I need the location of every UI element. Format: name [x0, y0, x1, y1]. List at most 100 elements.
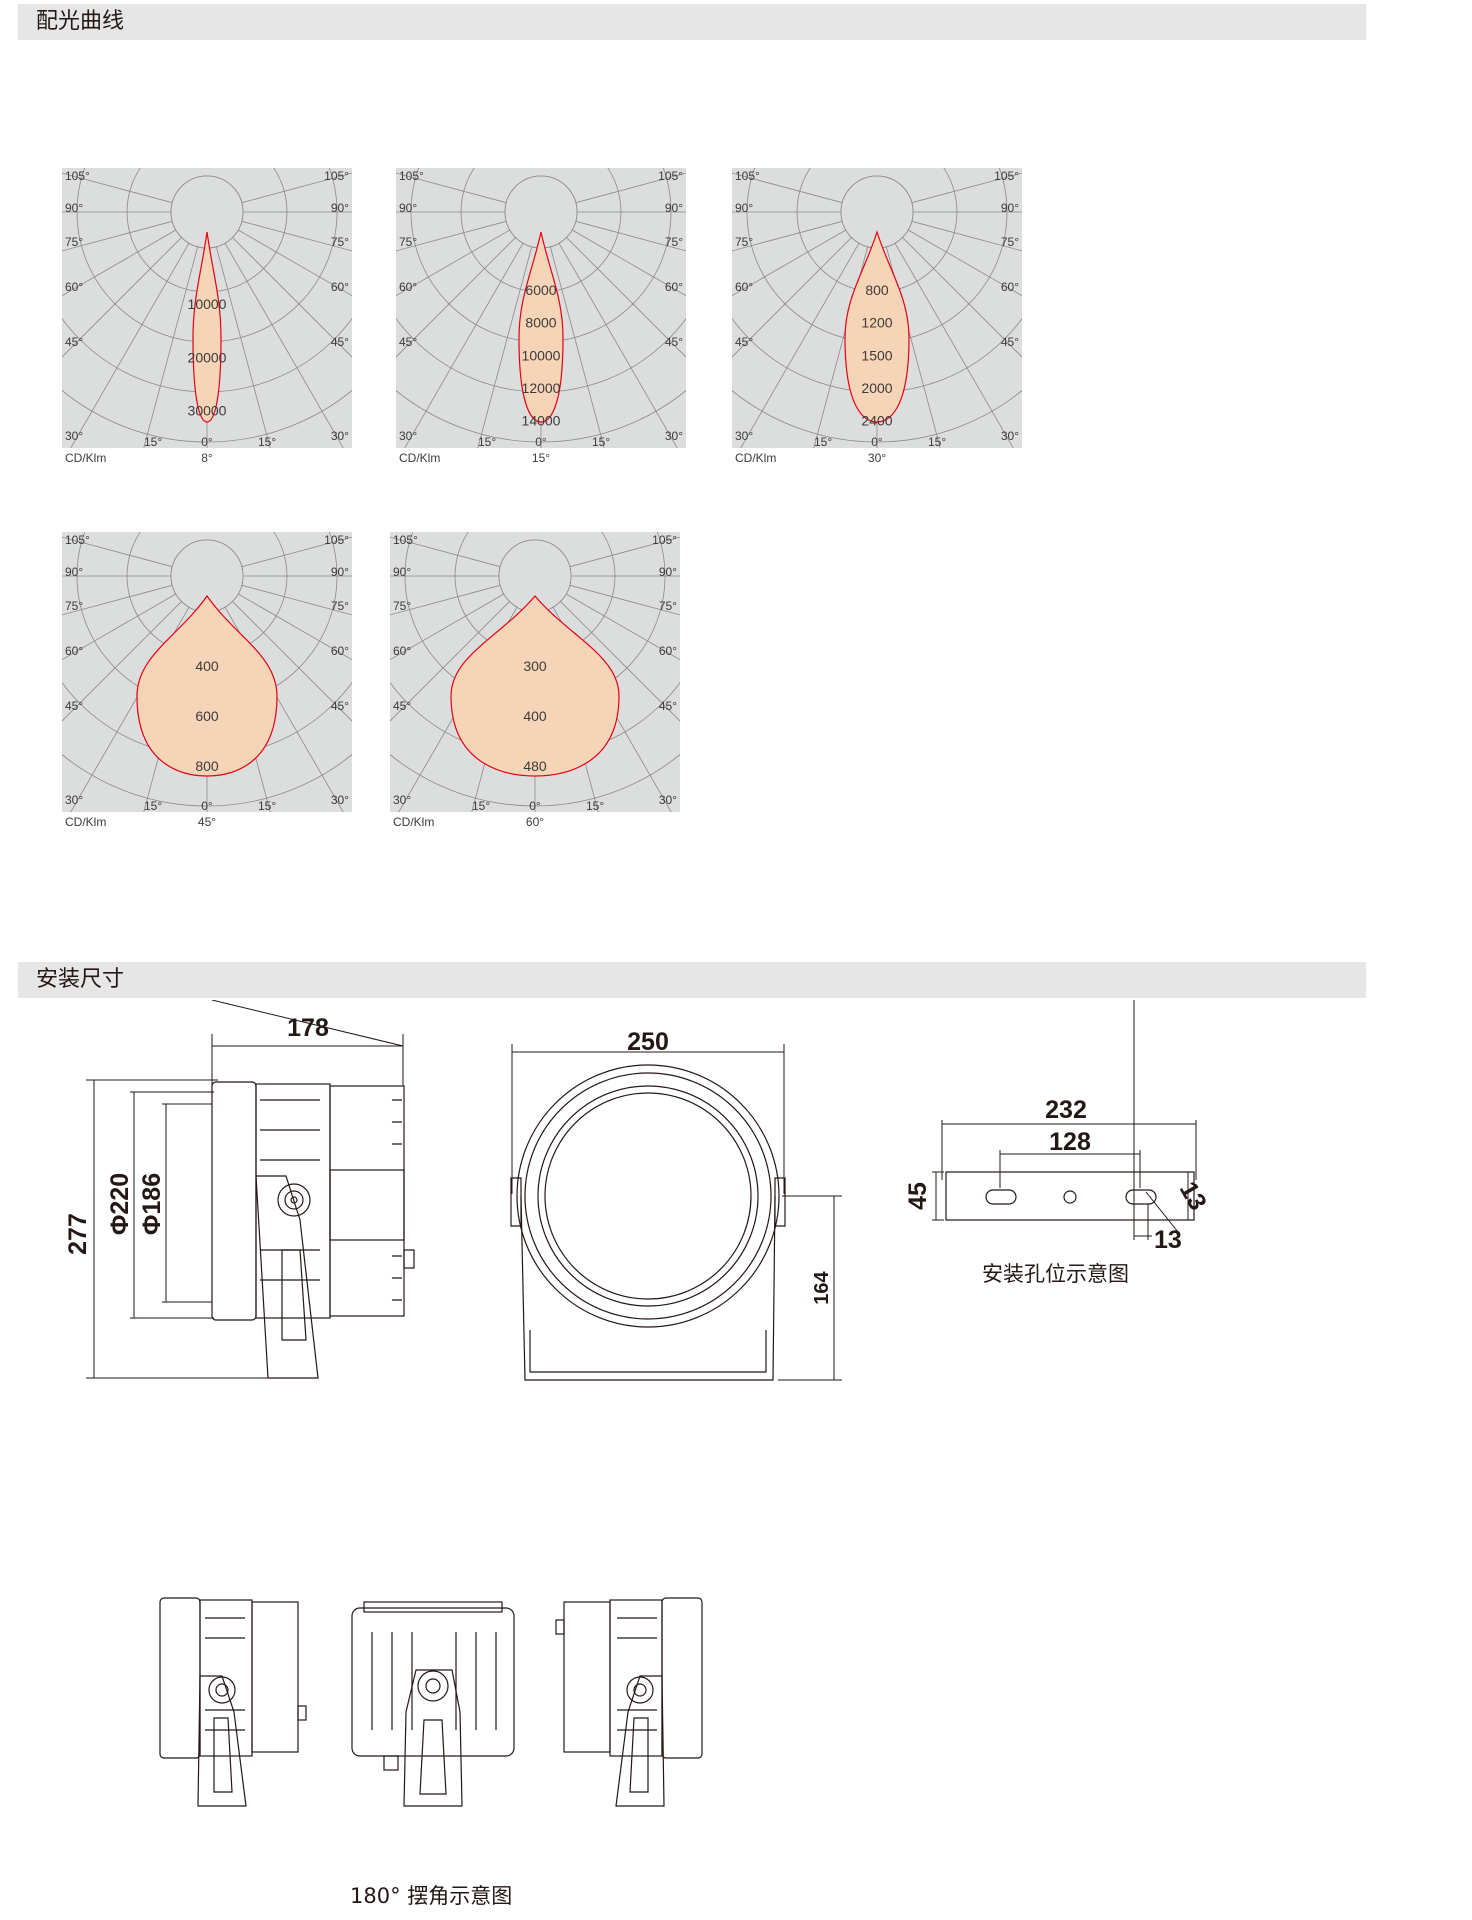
outer-diameter-dimension: Φ220 [106, 1173, 134, 1235]
unit-label: CD/Klm [399, 451, 440, 465]
grid-radial [569, 536, 680, 568]
grid-radial [569, 584, 680, 616]
angle-label: 0° [201, 435, 213, 449]
angle-label: 105° [65, 169, 90, 183]
intensity-value: 2000 [861, 380, 892, 396]
angle-label: 75° [665, 235, 683, 249]
intensity-value: 6000 [525, 282, 556, 298]
unit-label: CD/Klm [735, 451, 776, 465]
angle-label: 30° [331, 429, 349, 443]
angle-label: 30° [735, 429, 753, 443]
angle-label: 15° [144, 799, 162, 813]
grid-radial [911, 220, 1022, 252]
angle-label: 45° [665, 335, 683, 349]
intensity-value: 14000 [522, 413, 561, 429]
angle-label: 45° [331, 335, 349, 349]
grid-radial [575, 220, 686, 252]
angle-label: 90° [65, 565, 83, 579]
grid-radial [215, 246, 271, 448]
intensity-lobe [450, 595, 620, 777]
angle-label: 75° [331, 235, 349, 249]
grid-radial [62, 220, 173, 252]
grid-radial [732, 229, 847, 297]
angle-label: 0° [201, 799, 213, 813]
unit-label: CD/Klm [65, 815, 106, 829]
angle-label: 90° [331, 201, 349, 215]
grid-radial [396, 220, 507, 252]
angle-label: 90° [331, 565, 349, 579]
grid-radial [396, 237, 516, 358]
rotation-views [159, 1597, 703, 1807]
bracket-height-label: 45 [904, 1182, 932, 1210]
grid-radial [62, 536, 173, 568]
angle-label: 105° [735, 169, 760, 183]
width-dimension: 178 [287, 1014, 329, 1042]
angle-label: 15° [586, 799, 604, 813]
grid-radial [224, 242, 344, 448]
angle-label: 105° [399, 169, 424, 183]
intensity-lobe [518, 231, 564, 423]
grid-radial [390, 601, 510, 722]
angle-label: 105° [994, 169, 1019, 183]
angle-label: 30° [393, 793, 411, 807]
angle-label: 90° [393, 565, 411, 579]
rotation-view-center [351, 1601, 515, 1807]
grid-radial [237, 593, 352, 661]
intensity-value: 10000 [188, 296, 227, 312]
grid-radial [62, 237, 182, 358]
angle-label: 105° [658, 169, 683, 183]
intensity-value: 800 [865, 282, 889, 298]
grid-radial [566, 237, 686, 358]
hole-spacing-dimension: 128 [1049, 1128, 1091, 1156]
angle-label: 30° [65, 793, 83, 807]
beam-angle-label: 15° [532, 451, 550, 465]
angle-label: 60° [1001, 280, 1019, 294]
intensity-value: 1200 [861, 315, 892, 331]
angle-label: 15° [258, 435, 276, 449]
grid-radial [549, 246, 605, 448]
section-header-dimensions: 安装尺寸 [18, 962, 1366, 998]
grid-radial [70, 242, 190, 448]
angle-label: 90° [399, 201, 417, 215]
angle-label: 45° [1001, 335, 1019, 349]
angle-label: 15° [472, 799, 490, 813]
grid-radial [390, 584, 501, 616]
angle-label: 15° [258, 799, 276, 813]
bracket-height-dimension: 164 [811, 1270, 833, 1304]
inner-diameter-dimension: Φ186 [138, 1173, 166, 1235]
grid-radial [902, 237, 1022, 358]
angle-label: 30° [1001, 429, 1019, 443]
angle-label: 45° [331, 699, 349, 713]
rotation-view-left [159, 1597, 307, 1807]
intensity-lobe [192, 231, 222, 423]
grid-radial [565, 593, 680, 661]
angle-label: 90° [65, 201, 83, 215]
front-width-dimension: 250 [627, 1028, 669, 1056]
total-length-dimension: 232 [1045, 1096, 1087, 1124]
height-dimension: 277 [64, 1213, 92, 1255]
angle-label: 30° [65, 429, 83, 443]
angle-label: 60° [393, 644, 411, 658]
side-view-drawing: 178 277 Φ220 Φ186 [64, 1000, 415, 1379]
intensity-value: 8000 [525, 315, 556, 331]
grid-radial [241, 584, 352, 616]
angle-label: 105° [324, 533, 349, 547]
angle-label: 15° [144, 435, 162, 449]
intensity-lobe [844, 230, 910, 423]
grid-radial [62, 593, 177, 661]
grid-radial [907, 229, 1022, 297]
angle-label: 60° [735, 280, 753, 294]
grid-radial [62, 229, 177, 297]
grid-radial [62, 601, 182, 722]
dimension-drawings: 178 277 Φ220 Φ186 250 [64, 1000, 1212, 1381]
grid-radial [575, 172, 686, 204]
angle-label: 60° [65, 644, 83, 658]
angle-label: 105° [65, 533, 90, 547]
angle-label: 15° [814, 435, 832, 449]
grid-radial [396, 229, 511, 297]
grid-radial [237, 229, 352, 297]
section-title: 配光曲线 [36, 9, 125, 34]
